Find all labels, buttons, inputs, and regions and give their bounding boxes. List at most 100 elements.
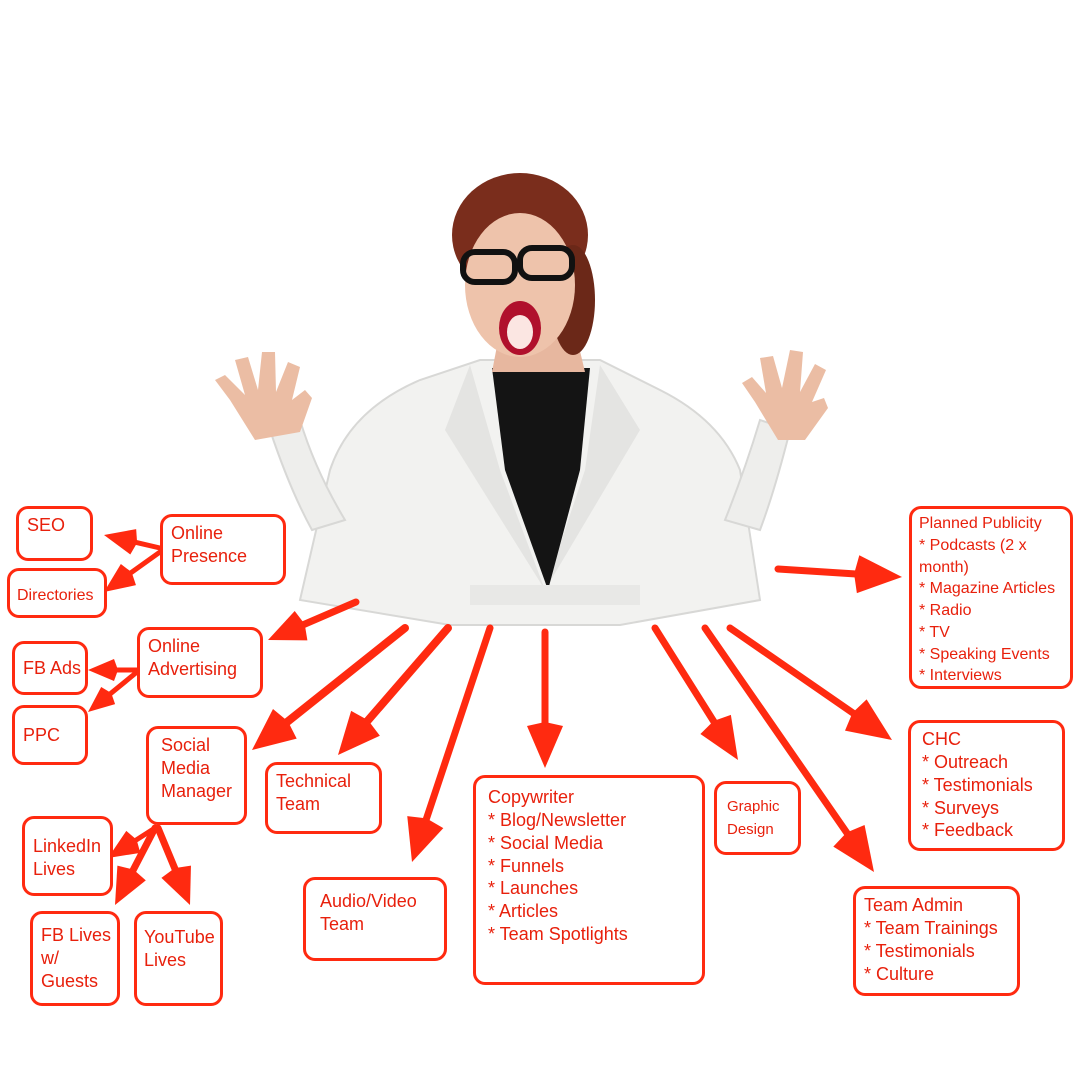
arrow-head bbox=[104, 529, 138, 555]
box-line: * Interviews bbox=[919, 667, 1002, 685]
arrow bbox=[104, 529, 163, 555]
arrow-shaft bbox=[124, 549, 163, 579]
box-line: PPC bbox=[23, 725, 61, 745]
arrow-head bbox=[407, 816, 444, 862]
box-line: Copywriter bbox=[488, 787, 575, 807]
arrow-head bbox=[527, 722, 563, 768]
arrow-head bbox=[833, 825, 874, 872]
arrow-head bbox=[88, 687, 116, 712]
box-line: Online bbox=[171, 523, 224, 543]
box-line: LinkedIn bbox=[33, 836, 102, 856]
box-line: Presence bbox=[171, 545, 248, 566]
arrow bbox=[774, 555, 902, 594]
box-line: Design bbox=[727, 821, 774, 839]
box-line: * Surveys bbox=[922, 797, 1000, 818]
box-line: * Team Trainings bbox=[864, 917, 998, 938]
box-line: Advertising bbox=[148, 658, 238, 679]
arrow-shaft bbox=[651, 624, 721, 730]
arrow-head bbox=[268, 611, 308, 641]
box-team-admin: Team Admin* Team Trainings* Testimonials… bbox=[853, 886, 1020, 996]
box-seo: SEO bbox=[16, 506, 93, 561]
arrow-shaft bbox=[421, 624, 494, 828]
box-line: CHC bbox=[922, 729, 961, 749]
box-directories: Directories bbox=[7, 568, 107, 618]
arrow bbox=[338, 624, 452, 755]
arrow bbox=[88, 659, 140, 681]
box-line: Directories bbox=[17, 587, 94, 604]
arrow bbox=[407, 624, 494, 862]
box-line: Technical bbox=[276, 771, 352, 791]
arrow-head bbox=[845, 699, 892, 740]
box-line: * Podcasts (2 x bbox=[919, 536, 1027, 554]
arrow-shaft bbox=[701, 624, 854, 841]
arrow bbox=[527, 628, 563, 768]
box-line: * Testimonials bbox=[922, 774, 1033, 795]
box-line: Planned Publicity bbox=[919, 515, 1042, 532]
box-line: * Articles bbox=[488, 901, 559, 922]
box-line: Audio/Video bbox=[320, 891, 417, 911]
box-fb-ads: FB Ads bbox=[12, 641, 88, 695]
box-line: Team bbox=[276, 793, 321, 814]
box-line: Guests bbox=[41, 970, 99, 991]
box-line: Online bbox=[148, 636, 201, 656]
box-line: w/ bbox=[41, 947, 59, 968]
arrow bbox=[651, 624, 738, 760]
arrow-head bbox=[338, 710, 380, 755]
arrow bbox=[726, 624, 892, 740]
arrow-shaft bbox=[279, 624, 409, 730]
box-line: Team bbox=[320, 913, 365, 934]
box-line: * Funnels bbox=[488, 855, 565, 876]
box-line: * Magazine Articles bbox=[919, 580, 1056, 598]
arrow-head bbox=[161, 865, 191, 905]
box-line: YouTube bbox=[144, 927, 215, 947]
arrow bbox=[115, 824, 159, 905]
arrow-head bbox=[88, 659, 118, 681]
arrow-head bbox=[108, 830, 141, 858]
arrow-shaft bbox=[154, 824, 181, 878]
box-line: * Culture bbox=[864, 963, 935, 984]
arrow-shaft bbox=[774, 565, 864, 578]
box-line: * Feedback bbox=[922, 820, 1014, 841]
arrow bbox=[154, 824, 191, 905]
box-chc: CHC* Outreach* Testimonials* Surveys* Fe… bbox=[908, 720, 1065, 851]
box-line: Manager bbox=[161, 780, 233, 801]
box-line: Lives bbox=[144, 949, 187, 970]
arrow bbox=[701, 624, 874, 872]
arrow-shaft bbox=[127, 824, 159, 879]
arrow-shaft bbox=[295, 598, 360, 631]
arrow bbox=[268, 598, 360, 641]
box-line: Lives bbox=[33, 858, 76, 879]
arrow-head bbox=[115, 865, 146, 905]
arrow-shaft bbox=[726, 624, 861, 720]
box-line: * Social Media bbox=[488, 832, 604, 853]
box-line: * TV bbox=[919, 623, 950, 641]
box-line: * Outreach bbox=[922, 751, 1009, 772]
arrow-head bbox=[104, 563, 136, 592]
arrow-head bbox=[252, 708, 297, 750]
box-line: SEO bbox=[27, 515, 66, 535]
arrow bbox=[252, 624, 409, 750]
box-line: FB Ads bbox=[23, 658, 82, 678]
box-line: FB Lives bbox=[41, 925, 112, 945]
arrow-shaft bbox=[360, 624, 452, 729]
arrow bbox=[104, 549, 163, 592]
box-copywriter: Copywriter* Blog/Newsletter* Social Medi… bbox=[473, 775, 705, 985]
box-line: * Blog/Newsletter bbox=[488, 809, 627, 830]
box-line: Team Admin bbox=[864, 895, 964, 915]
box-line: * Team Spotlights bbox=[488, 924, 628, 945]
arrow-head bbox=[700, 714, 738, 760]
arrow-head bbox=[854, 555, 902, 594]
arrow-shaft bbox=[104, 669, 140, 700]
